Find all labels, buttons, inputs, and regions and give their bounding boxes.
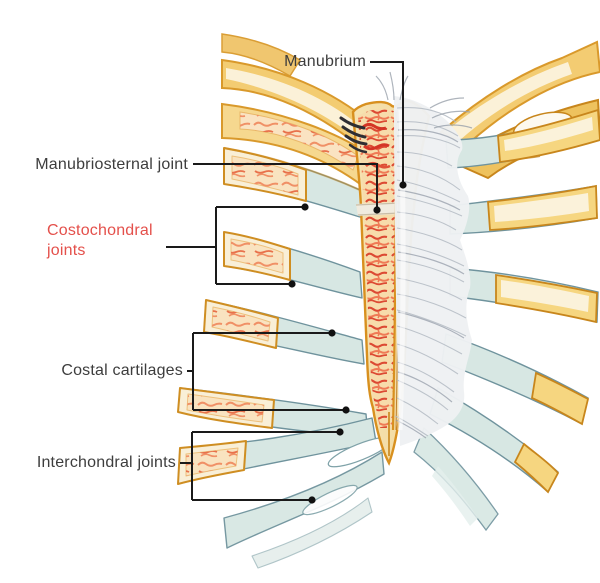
first-rib-left: [221, 33, 376, 192]
right-ribs: [413, 108, 600, 532]
leader-dots: [288, 181, 407, 504]
fibrous-membrane: [375, 71, 473, 446]
leader-lines: [166, 61, 404, 501]
sternoclavicular-hatching: [339, 116, 368, 154]
label-costal-cartilages: Costal cartilages: [61, 362, 183, 379]
label-manubriosternal-joint: Manubriosternal joint: [35, 156, 188, 173]
label-manubrium: Manubrium: [284, 53, 366, 70]
label-costochondral-joints: Costochondral joints: [47, 222, 153, 260]
label-interchondral-joints: Interchondral joints: [36, 454, 176, 471]
